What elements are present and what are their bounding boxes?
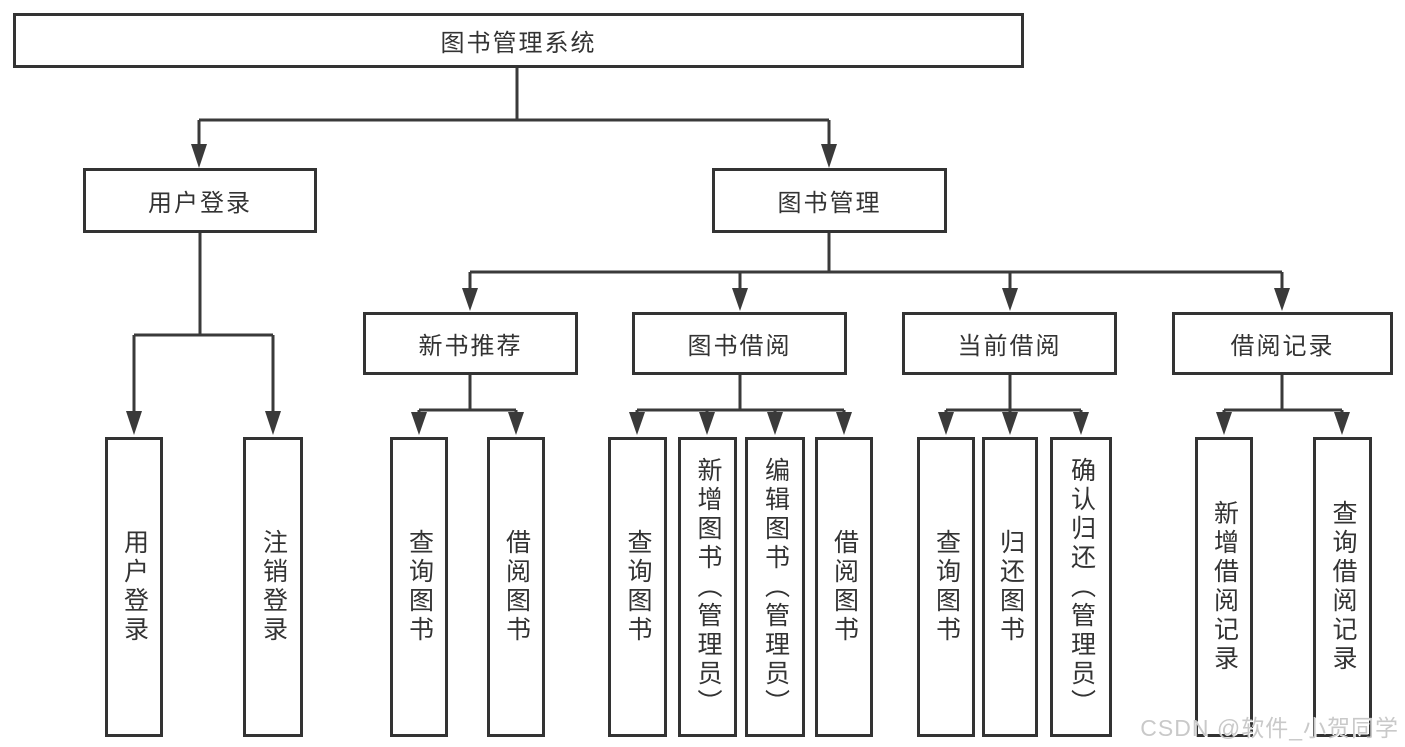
node-leaf-query-books-borrowing: 查询图书 <box>608 437 667 737</box>
node-leaf-confirm-return-admin-label: 确认归还（管理员） <box>1067 456 1096 718</box>
node-borrowing-records-label: 借阅记录 <box>1230 333 1335 360</box>
node-root-label: 图书管理系统 <box>440 30 597 57</box>
node-borrowing-records: 借阅记录 <box>1172 312 1393 375</box>
node-leaf-logout: 注销登录 <box>243 437 303 737</box>
node-leaf-user-login-label: 用户登录 <box>120 529 149 645</box>
node-leaf-add-borrow-record: 新增借阅记录 <box>1195 437 1253 737</box>
node-leaf-query-books-current-label: 查询图书 <box>932 529 961 645</box>
node-leaf-confirm-return-admin: 确认归还（管理员） <box>1050 437 1112 737</box>
node-leaf-logout-label: 注销登录 <box>259 529 288 645</box>
node-leaf-return-books-label: 归还图书 <box>996 529 1025 645</box>
node-leaf-query-books-current: 查询图书 <box>917 437 975 737</box>
node-user-login: 用户登录 <box>83 168 317 233</box>
node-current-borrowing: 当前借阅 <box>902 312 1117 375</box>
csdn-watermark: CSDN @软件_小贺同学 <box>1140 715 1399 741</box>
node-leaf-query-borrow-record-label: 查询借阅记录 <box>1329 500 1357 674</box>
node-leaf-user-login: 用户登录 <box>105 437 163 737</box>
node-leaf-add-books-admin: 新增图书（管理员） <box>678 437 737 737</box>
node-current-borrowing-label: 当前借阅 <box>957 333 1062 360</box>
node-book-borrowing-label: 图书借阅 <box>687 333 792 360</box>
node-new-book-recommend-label: 新书推荐 <box>418 333 523 360</box>
node-root: 图书管理系统 <box>13 13 1024 68</box>
node-leaf-query-books-recommend: 查询图书 <box>390 437 448 737</box>
node-leaf-borrow-books-borrowing: 借阅图书 <box>815 437 873 737</box>
node-leaf-add-books-admin-label: 新增图书（管理员） <box>694 456 722 718</box>
node-leaf-borrow-books-recommend-label: 借阅图书 <box>502 529 531 645</box>
node-leaf-borrow-books-recommend: 借阅图书 <box>487 437 545 737</box>
node-new-book-recommend: 新书推荐 <box>363 312 578 375</box>
node-leaf-edit-books-admin-label: 编辑图书（管理员） <box>761 456 790 718</box>
node-leaf-add-borrow-record-label: 新增借阅记录 <box>1210 500 1239 674</box>
node-leaf-borrow-books-borrowing-label: 借阅图书 <box>830 529 859 645</box>
node-book-management: 图书管理 <box>712 168 947 233</box>
node-leaf-query-books-borrowing-label: 查询图书 <box>624 529 652 645</box>
node-book-management-label: 图书管理 <box>777 190 882 217</box>
node-leaf-edit-books-admin: 编辑图书（管理员） <box>745 437 805 737</box>
node-user-login-label: 用户登录 <box>148 190 252 217</box>
node-book-borrowing: 图书借阅 <box>632 312 847 375</box>
node-leaf-query-books-recommend-label: 查询图书 <box>405 529 434 645</box>
node-leaf-return-books: 归还图书 <box>982 437 1038 737</box>
node-leaf-query-borrow-record: 查询借阅记录 <box>1313 437 1372 737</box>
